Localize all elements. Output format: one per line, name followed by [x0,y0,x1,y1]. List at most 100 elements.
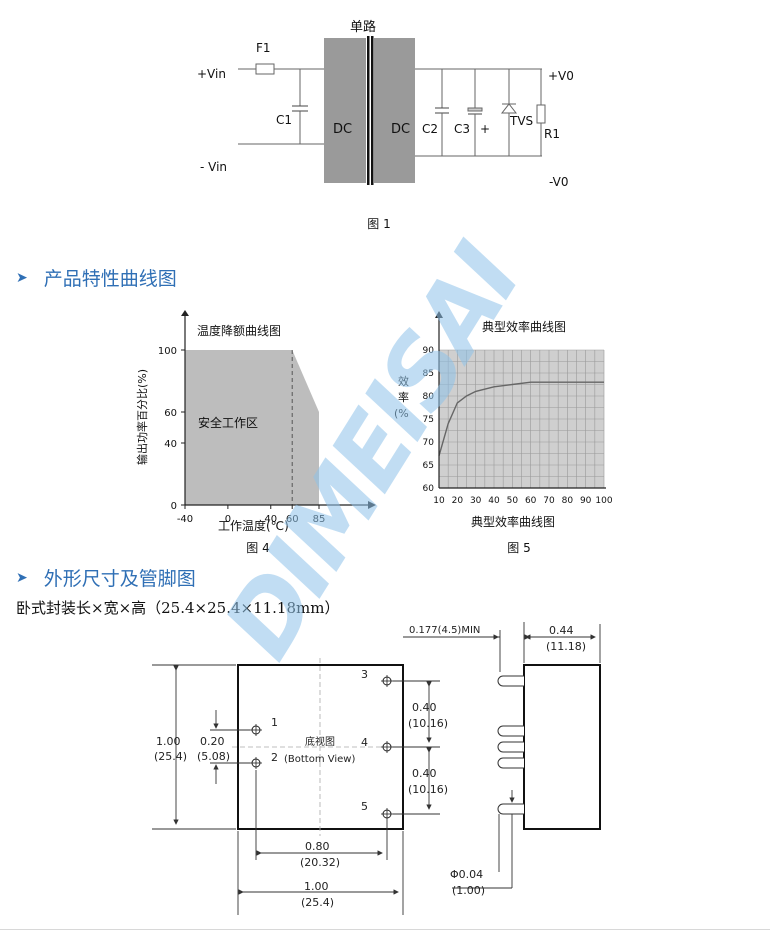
dim-pitch12-in: 0.20 [200,735,225,748]
y-axis-arrow-icon [181,310,189,316]
x-tick-label: 60 [525,496,537,506]
side-pin [497,741,524,753]
label-vo-pos: +V0 [548,69,574,83]
dc-block-left [324,38,366,183]
side-pin [497,803,524,815]
dim-p45-mm: (10.16) [408,783,448,796]
dim-spacing-mm: (20.32) [300,856,340,869]
pin1-label: 1 [271,716,278,729]
x-tick-label: 90 [580,496,592,506]
section-title-curves: ➤ 产品特性曲线图 [16,264,177,291]
dc-block-right [374,38,415,183]
label-plus: + [480,122,490,136]
x-tick-label: 80 [562,496,574,506]
x-tick-label: 40 [264,514,277,525]
label-dc-right: DC [391,122,410,137]
package-size-line: 卧式封装长×宽×高（25.4×25.4×11.18mm） [16,599,340,617]
y-tick-label: 40 [164,439,177,450]
dim-p34-in: 0.40 [412,701,437,714]
y-tick-label: 60 [423,484,435,494]
x-tick-label: 60 [286,514,299,525]
dim-pin-length: 0.177(4.5)MIN [409,625,480,636]
pin5-label: 5 [361,800,368,813]
fig1-caption: 图 1 [367,217,390,231]
bottom-view-en-label: (Bottom View) [284,754,355,765]
chart5-caption: 图 5 [507,541,530,555]
y-tick-label: 60 [164,408,177,419]
circuit-diagram: 单路 +Vin - Vin F1 C1 DC DC C2 C3 + TVS R1… [197,19,574,231]
side-pin [497,757,524,769]
x-tick-label: 50 [507,496,519,506]
section-title-text: 产品特性曲线图 [43,268,177,290]
y-tick-label: 85 [423,369,434,379]
dim-height-in: 1.00 [156,735,181,748]
x-tick-label: 10 [433,496,445,506]
y-tick-label: 75 [423,415,434,425]
x-tick-label: -40 [177,514,193,525]
label-r1: R1 [544,127,560,141]
chart4-region-label: 安全工作区 [198,415,258,430]
chart4-xlabel: 工作温度(℃) [218,518,289,533]
x-tick-label: 70 [543,496,555,506]
chart5-ylabel-2: 率 [398,390,409,404]
dim-spacing-in: 0.80 [305,840,330,853]
chart5-ylabel-1: 效 [398,374,409,388]
pin4-label: 4 [361,736,368,749]
section-title-dimensions: ➤ 外形尺寸及管脚图 [16,564,196,591]
side-view-outline [523,664,601,830]
dim-p34-mm: (10.16) [408,717,448,730]
watermark-text: DIMEISAI [203,230,543,670]
x-tick-label: 0 [225,514,231,525]
y-tick-label: 65 [423,461,434,471]
side-pin [497,675,524,687]
y-tick-label: 100 [158,346,177,357]
dim-pin-dia-in: Φ0.04 [450,868,483,881]
x-tick-label: 40 [488,496,500,506]
y-tick-label: 80 [423,392,435,402]
side-pin [497,725,524,737]
label-vin-pos: +Vin [197,67,226,81]
x-axis-arrow-icon [368,501,376,509]
chart4-caption: 图 4 [246,541,269,555]
label-c3: C3 [454,122,470,136]
arrow-bullet-icon: ➤ [16,569,28,586]
dim-thickness-mm: (11.18) [546,640,586,653]
x-tick-label: 100 [595,496,612,506]
section-title-text: 外形尺寸及管脚图 [43,568,196,590]
label-single: 单路 [350,19,376,35]
chart4-title: 温度降额曲线图 [197,323,281,338]
label-vin-neg: - Vin [200,160,227,174]
y-tick-label: 0 [171,501,177,512]
dim-height-mm: (25.4) [154,750,187,763]
efficiency-curve [438,381,604,456]
dim-pitch12-mm: (5.08) [197,750,230,763]
y-tick-label: 90 [423,346,435,356]
label-tvs: TVS [509,114,533,128]
watermark-logo: DIMEISAI [203,230,543,670]
dim-pin-dia-mm: (1.00) [452,884,485,897]
dimension-drawing: 1 2 3 4 5 底视图 (Bottom View) 1.00 (25.4) … [152,622,601,915]
fuse-symbol [255,63,275,75]
label-vo-neg: -V0 [549,175,568,189]
chart5-xlabel: 典型效率曲线图 [471,514,555,529]
chart5-title: 典型效率曲线图 [482,319,566,334]
pin2-label: 2 [271,751,278,764]
label-c2: C2 [422,122,438,136]
page-bottom-rule [0,929,770,930]
label-dc-left: DC [333,122,352,137]
y-axis-arrow-icon [435,311,443,318]
dim-width-mm: (25.4) [301,896,334,909]
pin3-label: 3 [361,668,368,681]
label-f1: F1 [256,41,271,55]
chart4-ylabel: 输出功率百分比(%) [135,369,149,465]
dim-p45-in: 0.40 [412,767,437,780]
dim-width-in: 1.00 [304,880,329,893]
dim-thickness-in: 0.44 [549,624,574,637]
y-tick-label: 70 [423,438,435,448]
arrow-bullet-icon: ➤ [16,269,28,286]
safe-area-fill [185,350,319,505]
label-c1: C1 [276,113,292,127]
bottom-view-label: 底视图 [305,735,335,748]
